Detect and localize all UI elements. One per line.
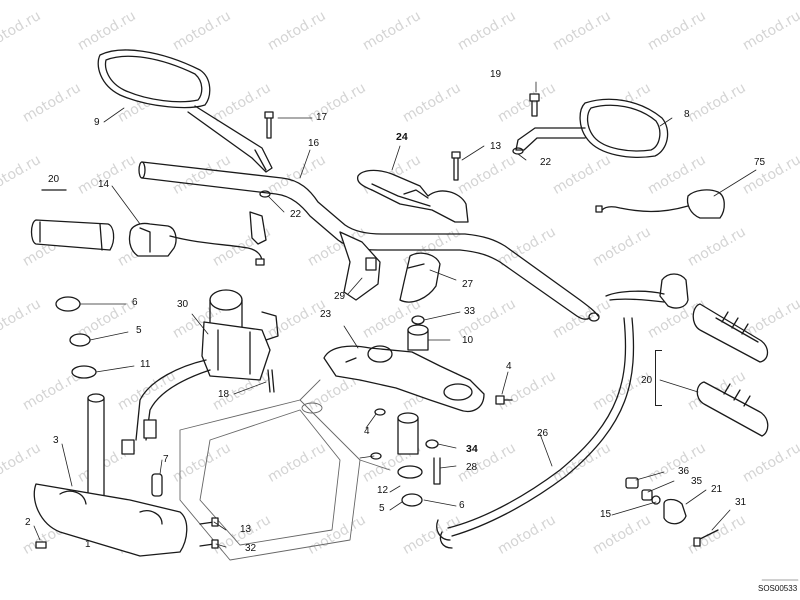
handlebar-clamp <box>356 169 469 223</box>
callout-35: 35 <box>691 476 703 487</box>
left-hand-control <box>128 211 267 266</box>
washer-22-right <box>512 147 524 155</box>
callout-12: 12 <box>377 485 389 496</box>
ignition-switch <box>201 289 279 393</box>
right-mirror <box>515 98 669 158</box>
right-switch-75 <box>595 189 725 219</box>
callout-34: 34 <box>466 443 478 455</box>
bracket-29 <box>339 231 381 301</box>
callout-29: 29 <box>334 291 346 302</box>
center-stack <box>370 315 441 507</box>
drawing-code: SOS00533 <box>758 584 798 593</box>
mirror-bolt-17 <box>264 111 274 139</box>
bar-end-parts <box>625 477 719 547</box>
bracket-27 <box>399 252 441 303</box>
throttle-housing <box>605 273 689 309</box>
bolt-13-upper <box>451 151 461 181</box>
callout-4-center: 4 <box>364 426 370 437</box>
callout-20-lower: 20 <box>641 375 653 386</box>
callout-5-center: 5 <box>379 503 385 514</box>
callout-26: 26 <box>537 428 549 439</box>
callout-30: 30 <box>177 299 189 310</box>
callout-6-center: 6 <box>459 500 465 511</box>
mirror-bolt-19 <box>529 93 540 117</box>
callout-15: 15 <box>600 509 612 520</box>
callout-32: 32 <box>245 543 257 554</box>
callout-36: 36 <box>678 466 690 477</box>
bracket-20-lower <box>655 350 662 406</box>
callout-2: 2 <box>25 517 31 528</box>
brake-hose <box>436 317 635 549</box>
left-mirror <box>97 49 273 173</box>
callout-16: 16 <box>308 138 320 149</box>
callout-4-right: 4 <box>506 361 512 372</box>
callout-13-lower: 13 <box>240 524 252 535</box>
callout-9: 9 <box>94 117 100 128</box>
callout-75: 75 <box>754 157 766 168</box>
callout-27: 27 <box>462 279 474 290</box>
handlebar <box>138 161 600 322</box>
callout-8: 8 <box>684 109 690 120</box>
callout-3: 3 <box>53 435 59 446</box>
callout-22-left: 22 <box>290 209 302 220</box>
washer-22-left <box>259 190 271 198</box>
callout-33: 33 <box>464 306 476 317</box>
callout-19: 19 <box>490 69 502 80</box>
callout-5-left: 5 <box>136 325 142 336</box>
callout-21: 21 <box>711 484 723 495</box>
callout-1: 1 <box>85 539 91 550</box>
callout-31: 31 <box>735 497 747 508</box>
callout-6-left: 6 <box>132 297 138 308</box>
callout-20-upper: 20 <box>48 174 60 185</box>
ignition-wiring <box>121 359 211 497</box>
callout-10: 10 <box>462 335 474 346</box>
callout-24: 24 <box>396 131 408 143</box>
callout-7: 7 <box>163 454 169 465</box>
top-yoke <box>323 345 485 413</box>
callout-22-right: 22 <box>540 157 552 168</box>
callout-18: 18 <box>218 389 230 400</box>
left-grip <box>30 219 115 251</box>
callout-14: 14 <box>98 179 110 190</box>
callout-28: 28 <box>466 462 478 473</box>
right-grip-assembly <box>692 303 769 437</box>
callout-17: 17 <box>316 112 328 123</box>
frame-outline <box>179 379 391 561</box>
callout-13-upper: 13 <box>490 141 502 152</box>
callout-11: 11 <box>140 359 151 370</box>
leader-lines <box>33 81 757 548</box>
frame-bolts <box>199 395 513 549</box>
callout-23: 23 <box>320 309 332 320</box>
